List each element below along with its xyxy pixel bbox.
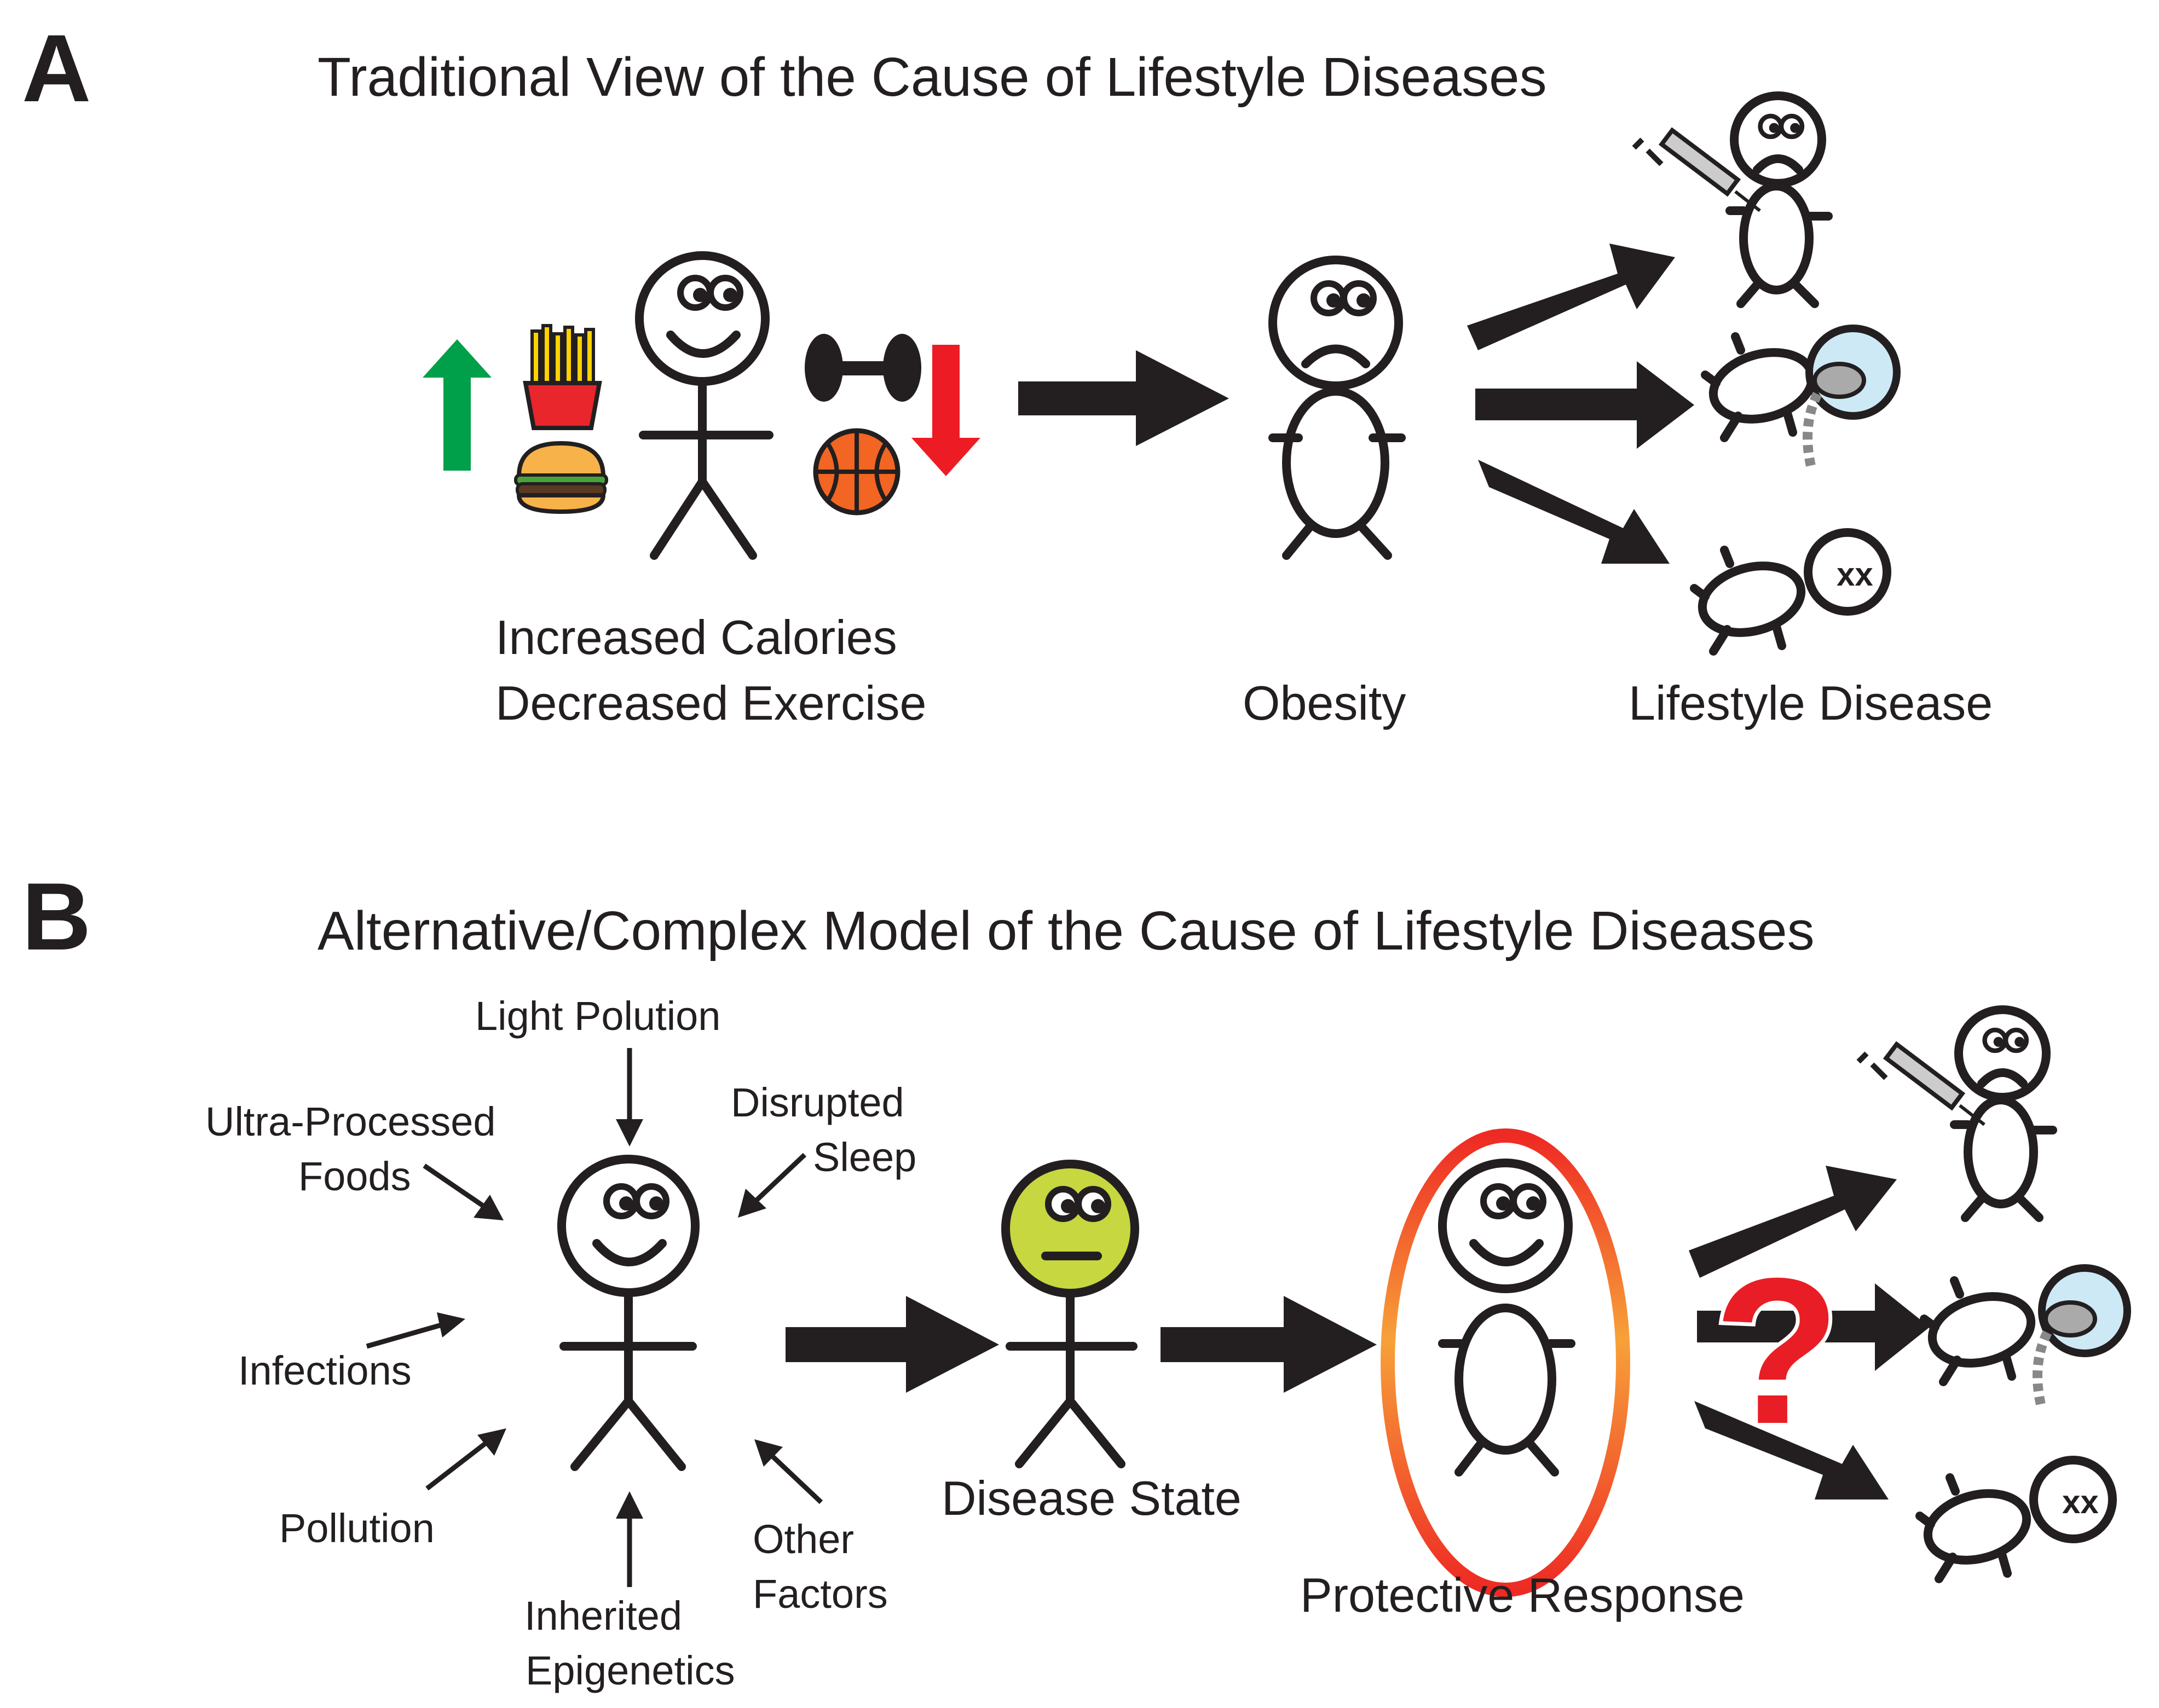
outcome-arrow-b-down bbox=[1694, 1401, 1889, 1499]
factor-ultra-processed-line2: Foods bbox=[298, 1154, 411, 1199]
arrow-to-obesity bbox=[1018, 350, 1229, 446]
disease-state-figure bbox=[1001, 1160, 1139, 1468]
syringe-icon bbox=[1632, 127, 1761, 212]
factor-other-line1: Other bbox=[753, 1516, 854, 1562]
panel-b-title: Alternative/Complex Model of the Cause o… bbox=[318, 900, 1815, 962]
cause-label-line1: Increased Calories bbox=[495, 610, 897, 664]
fries-icon bbox=[523, 324, 602, 430]
oxygen-mask-figure-b bbox=[1920, 1264, 2131, 1411]
healthy-person-figure bbox=[557, 1155, 700, 1471]
panel-a-title: Traditional View of the Cause of Lifesty… bbox=[318, 47, 1547, 108]
insulin-injection-figure bbox=[1632, 91, 1833, 308]
dead-person-figure: xx bbox=[1690, 528, 1891, 656]
outcome-arrow-middle bbox=[1475, 361, 1694, 449]
lifestyle-disease-label: Lifestyle Disease bbox=[1629, 676, 1993, 730]
disease-state-label: Disease State bbox=[942, 1471, 1242, 1525]
dumbbell-icon bbox=[805, 334, 921, 402]
obese-person-figure bbox=[1268, 256, 1406, 560]
dead-eyes-icon: xx bbox=[1837, 556, 1873, 593]
syringe-icon-b bbox=[1856, 1041, 1985, 1126]
factor-infections: Infections bbox=[238, 1348, 412, 1393]
dead-person-figure-b: xx bbox=[1915, 1456, 2117, 1583]
outcome-arrow-b-middle bbox=[1697, 1283, 1930, 1371]
uncertainty-question-mark: ? bbox=[1713, 1235, 1840, 1467]
panel-b-letter: B bbox=[22, 864, 91, 970]
outcome-arrow-down bbox=[1478, 460, 1670, 564]
happy-person-figure bbox=[635, 251, 773, 560]
obesity-label: Obesity bbox=[1243, 676, 1406, 730]
factor-arrows bbox=[366, 1048, 823, 1587]
factor-ultra-processed-line1: Ultra-Processed bbox=[205, 1099, 496, 1144]
decrease-arrow-icon bbox=[911, 345, 980, 476]
arrow-to-disease-state bbox=[786, 1296, 999, 1393]
burger-icon bbox=[514, 441, 608, 514]
dead-eyes-icon-b: xx bbox=[2062, 1484, 2099, 1520]
factor-disrupted-sleep-line2: Sleep bbox=[813, 1134, 916, 1180]
factor-other-line2: Factors bbox=[753, 1571, 888, 1617]
outcome-arrow-b-up bbox=[1689, 1166, 1897, 1278]
protective-response-label: Protective Response bbox=[1300, 1568, 1745, 1622]
factor-pollution: Pollution bbox=[279, 1506, 435, 1551]
panel-a-letter: A bbox=[22, 15, 91, 122]
factor-inherited-line1: Inherited bbox=[524, 1593, 682, 1638]
cause-label-line2: Decreased Exercise bbox=[495, 676, 926, 730]
increase-arrow-icon bbox=[423, 339, 492, 471]
arrow-to-protective-response bbox=[1161, 1296, 1377, 1393]
insulin-injection-figure-b bbox=[1856, 1005, 2057, 1222]
basketball-icon bbox=[813, 428, 900, 516]
protective-response-figure bbox=[1381, 1128, 1630, 1597]
outcome-arrow-up bbox=[1467, 244, 1675, 350]
factor-light-pollution: Light Polution bbox=[475, 993, 720, 1039]
oxygen-mask-figure bbox=[1701, 325, 1901, 472]
factor-inherited-line2: Epigenetics bbox=[526, 1648, 735, 1693]
factor-disrupted-sleep-line1: Disrupted bbox=[731, 1080, 904, 1125]
